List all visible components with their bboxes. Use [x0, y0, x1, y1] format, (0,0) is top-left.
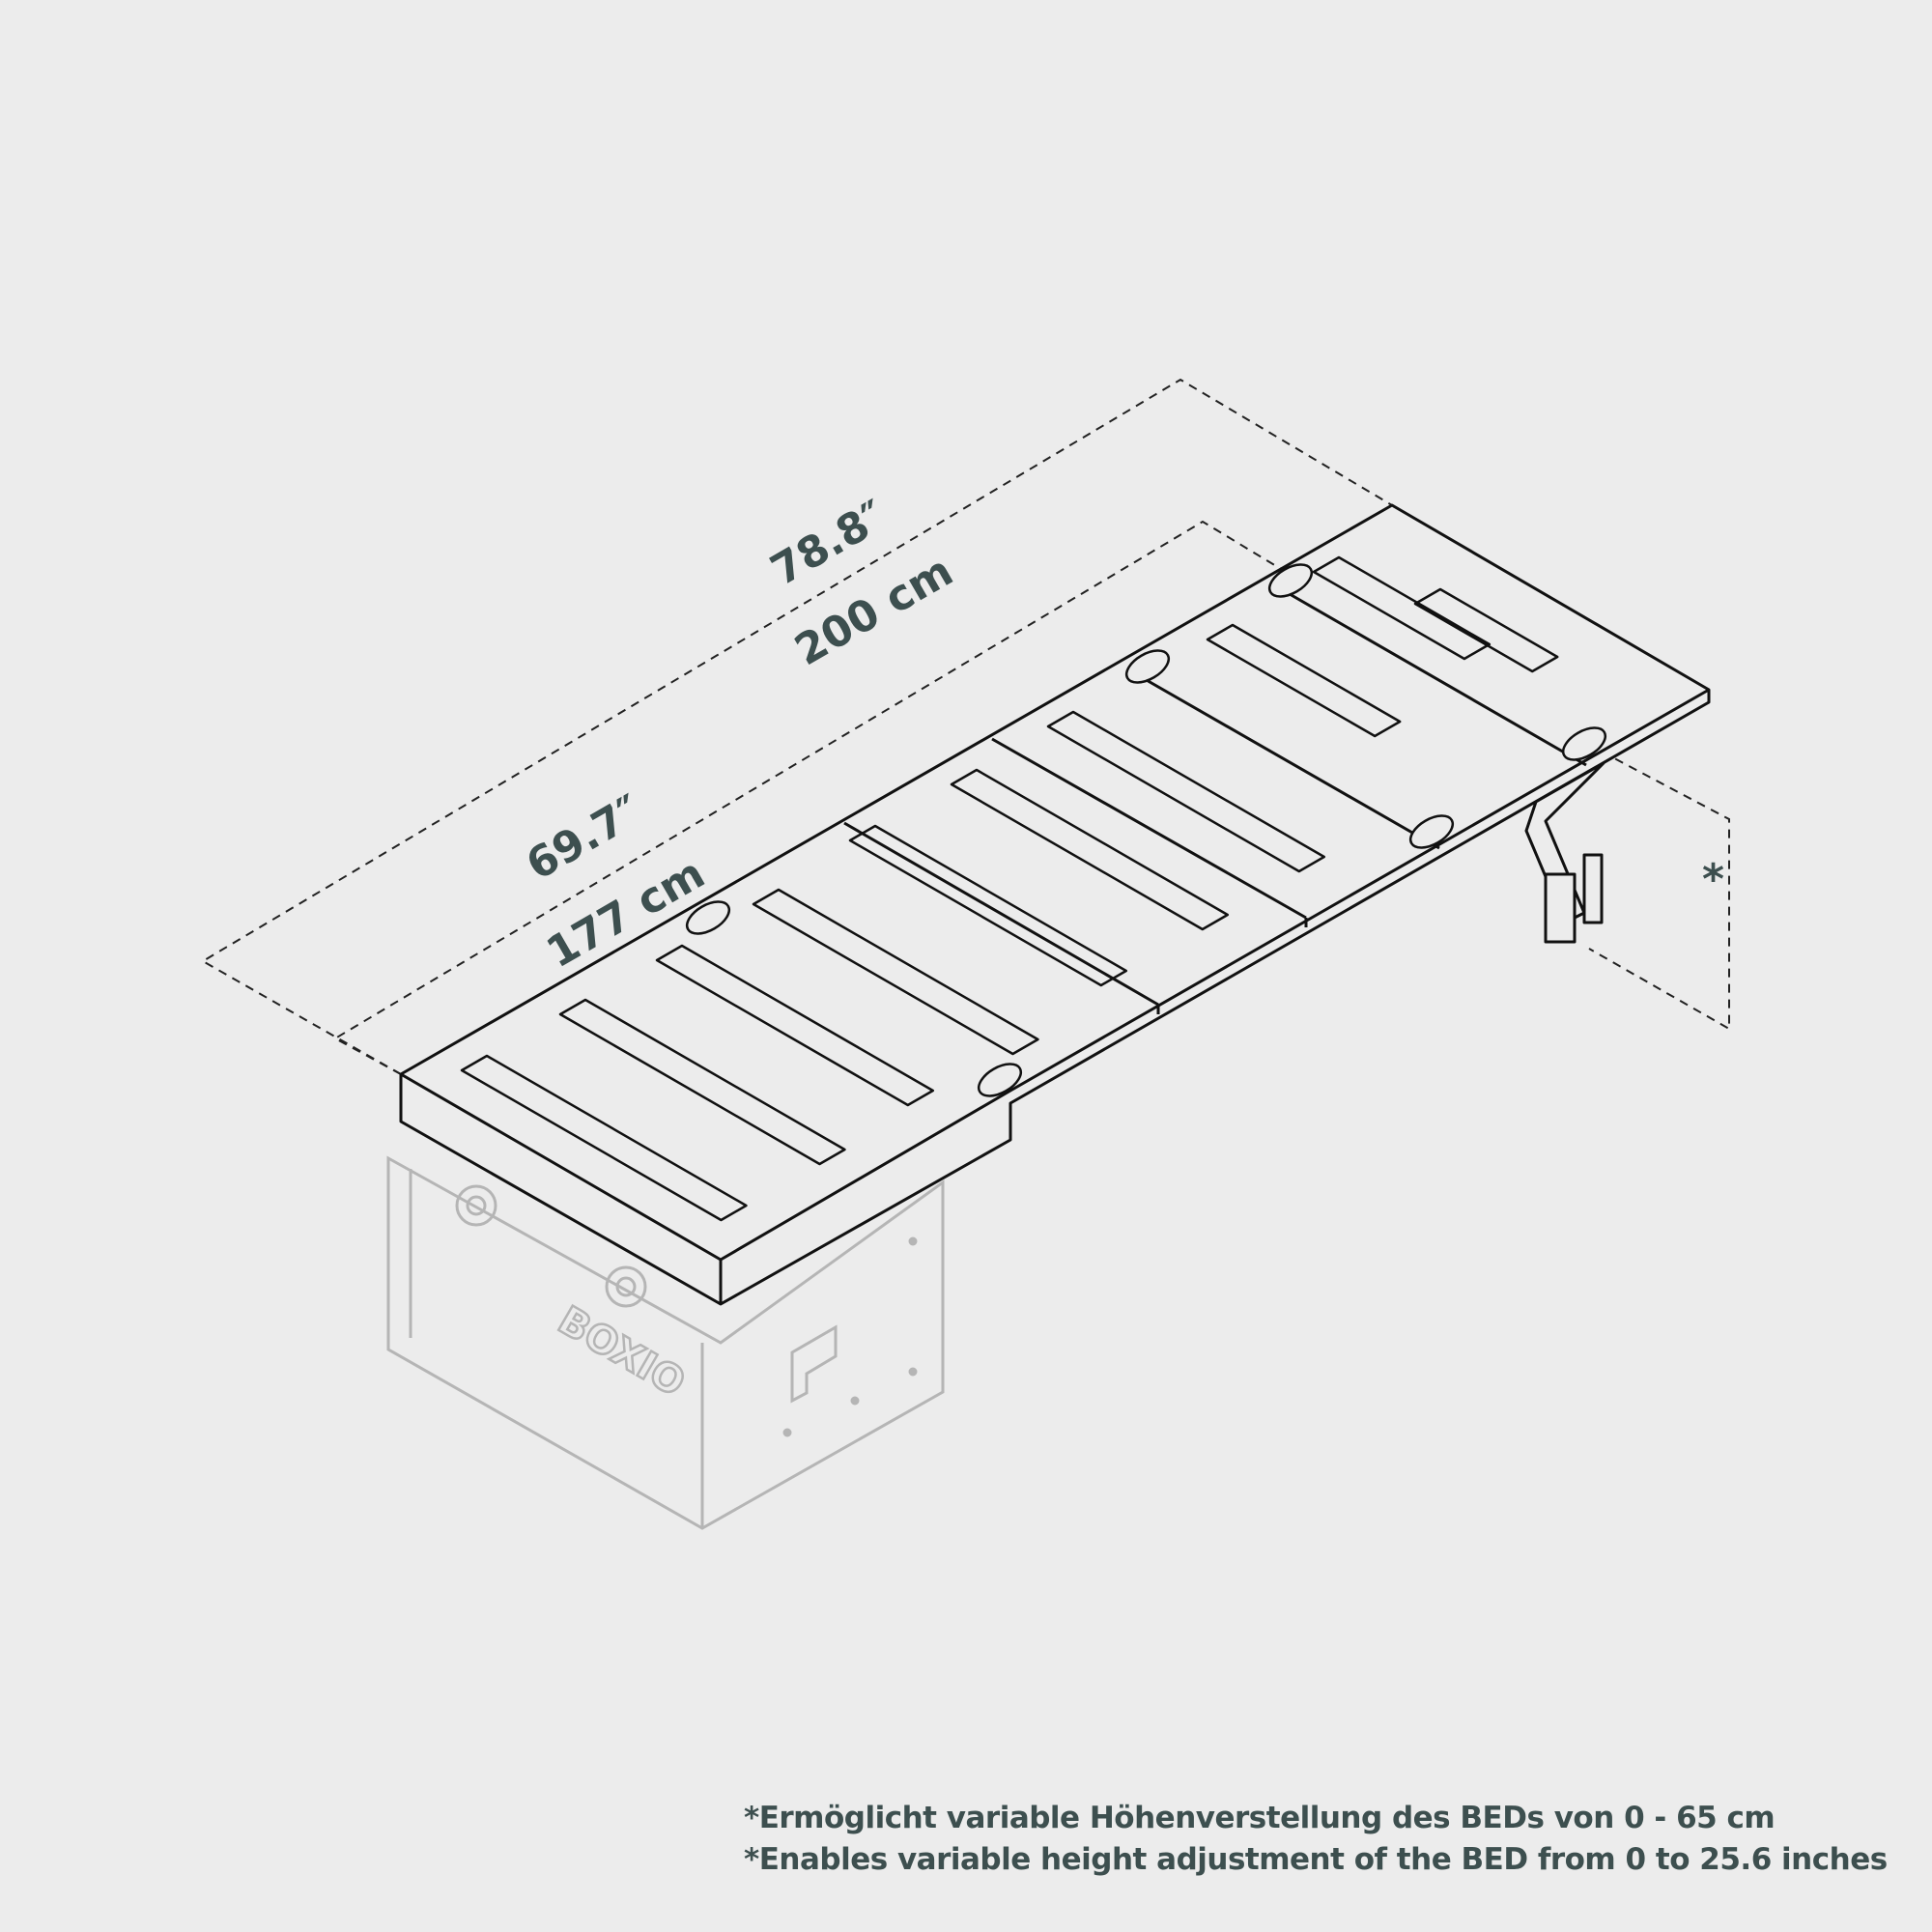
slot-cutout — [558, 998, 846, 1166]
total-length-inches: 78.8″ — [762, 491, 895, 595]
hinge — [1561, 726, 1607, 761]
hinge — [1267, 563, 1314, 598]
slot-cutout — [655, 944, 935, 1107]
slot-cutout — [1046, 710, 1326, 873]
bed-panel — [399, 503, 1711, 1306]
storage-box-ghost — [386, 1155, 945, 1530]
slot-cutout — [1206, 623, 1402, 738]
hinge — [685, 900, 731, 935]
hinge — [977, 1063, 1023, 1097]
hinge — [1408, 814, 1455, 849]
dimension-lines — [201, 378, 1730, 1075]
footnote-german: *Ermöglicht variable Höhenverstellung de… — [744, 1801, 1776, 1835]
slot-cutout — [1413, 587, 1559, 673]
slot-cutout — [752, 888, 1039, 1056]
inner-length-inches: 69.7″ — [518, 785, 650, 890]
slot-cutout — [460, 1054, 748, 1222]
hinge — [1124, 649, 1171, 684]
slot-cutout — [848, 824, 1128, 987]
height-marker: * — [1702, 855, 1724, 904]
footnote-english: *Enables variable height adjustment of t… — [744, 1842, 1888, 1877]
slot-cutout — [950, 768, 1230, 931]
slot-cutout — [1312, 555, 1492, 661]
